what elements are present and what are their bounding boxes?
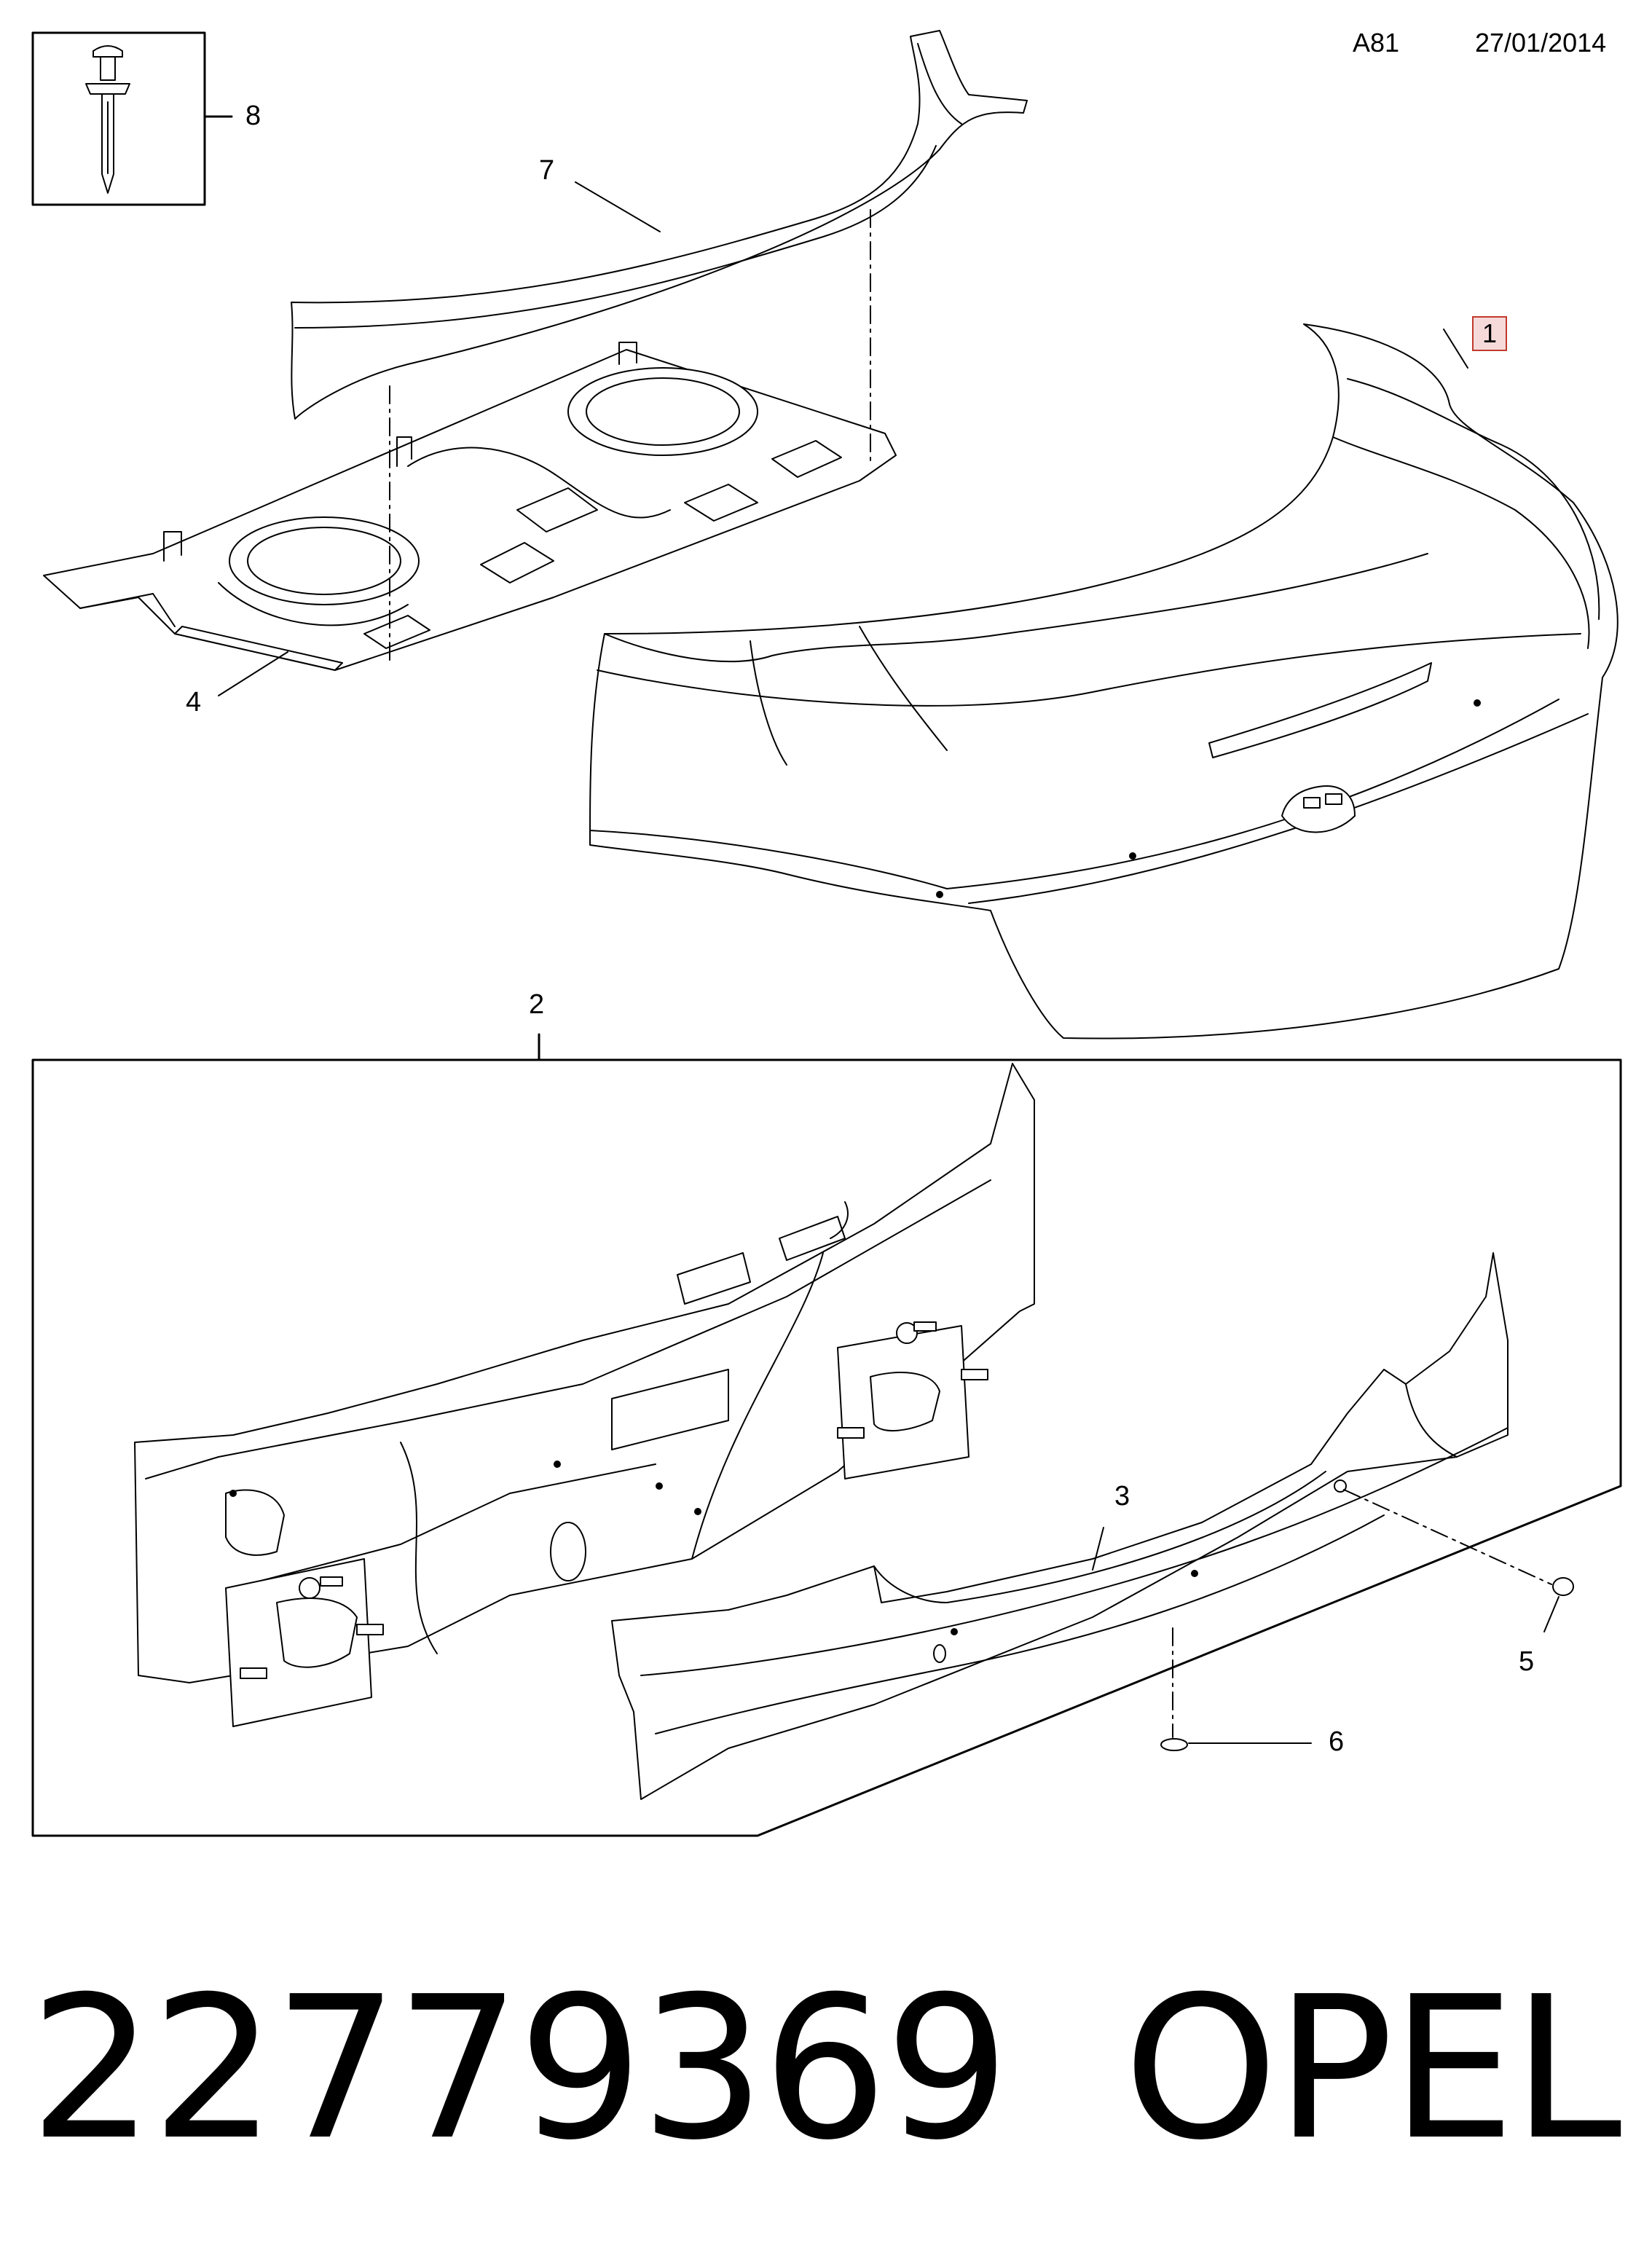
callout-5: 5: [1519, 1646, 1535, 1677]
group-box-2: [33, 1034, 1621, 1836]
sheet-date: 27/01/2014: [1475, 28, 1607, 58]
rear-body-panel: [135, 1064, 1034, 1726]
rivet-inset: [33, 33, 232, 205]
rear-reinforcement: [612, 1253, 1508, 1799]
clip-5: [1344, 1490, 1573, 1632]
rivet-icon: [86, 46, 130, 193]
callout-3: 3: [1114, 1481, 1130, 1512]
plug-6: [1161, 1628, 1311, 1750]
alignment-lines: [390, 210, 870, 663]
callout-6: 6: [1329, 1726, 1345, 1757]
part-number: 22779369: [29, 1954, 1010, 2183]
callout-2: 2: [529, 989, 545, 1020]
rear-shelf-panel: [44, 342, 896, 670]
brand-name: OPEL: [1123, 1954, 1621, 2183]
callout-4: 4: [186, 687, 202, 718]
sheet-code: A81: [1353, 28, 1400, 58]
callout-8: 8: [245, 101, 261, 131]
leader-4: [219, 652, 288, 696]
stud-set: [240, 1322, 988, 1678]
callout-1: 1: [1472, 316, 1507, 351]
trunk-lid: [590, 324, 1618, 1039]
rear-panel-strip: [291, 31, 1027, 419]
callout-7: 7: [539, 155, 555, 186]
